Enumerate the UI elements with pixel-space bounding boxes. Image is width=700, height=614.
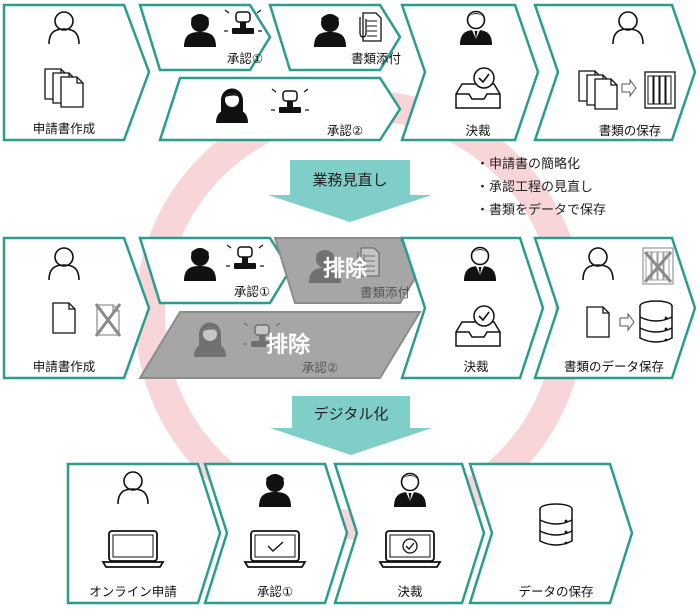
check-icon (267, 541, 284, 552)
row-2-reviewed-process: 申請書作成 承認① 排除 書類添付 排除 承認② 決裁 書類のデータ保存 (2, 236, 697, 380)
shelf-icon (644, 71, 676, 109)
review-arrow: 業務見直し (268, 160, 432, 222)
step-label-approval-1: 承認① (227, 51, 263, 66)
step-label-approval-2: 承認② (302, 360, 338, 375)
step-label-decision: 決裁 (463, 359, 488, 374)
review-arrow-label: 業務見直し (312, 171, 387, 189)
step-label-approval-1: 承認① (257, 584, 293, 599)
document-icon (586, 306, 610, 338)
step-decision (400, 3, 540, 142)
document-icon (52, 302, 76, 334)
row-1-current-process: 申請書作成 承認① 書類添付 承認② 決裁 書類の保存 (2, 3, 697, 142)
step-label-application: 申請書作成 (33, 121, 96, 136)
step-decision (400, 236, 545, 380)
cross-icon (94, 303, 122, 337)
removed-badge: 排除 (323, 256, 368, 282)
improvement-item: ・承認工程の見直し (476, 179, 593, 195)
removed-badge: 排除 (266, 332, 311, 358)
step-label-application: 申請書作成 (33, 359, 96, 374)
improvement-item: ・申請書の簡略化 (476, 156, 580, 172)
step-label-attach-documents: 書類添付 (351, 51, 401, 66)
step-label-store-documents: 書類の保存 (599, 123, 662, 138)
step-label-store-data: 書類のデータ保存 (564, 359, 664, 374)
database-icon (639, 300, 673, 343)
laptop-icon (102, 530, 164, 568)
database-icon (539, 503, 573, 546)
improvement-list: ・申請書の簡略化 ・承認工程の見直し ・書類をデータで保存 (476, 156, 606, 218)
step-label-online-application: オンライン申請 (89, 584, 177, 599)
step-label-approval-2: 承認② (327, 123, 363, 138)
digitalization-arrow-label: デジタル化 (314, 405, 389, 423)
laptop-icon (379, 530, 441, 568)
digitalization-arrow: デジタル化 (270, 396, 432, 455)
step-application (2, 236, 151, 380)
improvement-item: ・書類をデータで保存 (476, 202, 606, 218)
check-circle-icon (402, 538, 418, 554)
step-label-attach-documents: 書類添付 (360, 285, 410, 300)
step-label-decision: 決裁 (397, 584, 422, 599)
step-label-store-data: データの保存 (518, 584, 593, 599)
cross-icon (643, 251, 673, 283)
step-label-approval-1: 承認① (234, 284, 270, 299)
step-label-decision: 決裁 (465, 123, 490, 138)
row-3-digital-process: オンライン申請 承認① 決裁 データの保存 (66, 462, 634, 605)
check-icon (405, 542, 415, 550)
step-attach-documents-removed (273, 237, 422, 304)
step-application (2, 3, 151, 142)
clip-document-icon (359, 12, 382, 42)
